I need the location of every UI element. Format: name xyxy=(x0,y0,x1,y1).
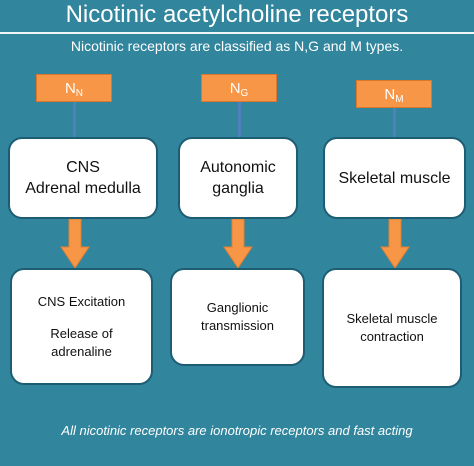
site-box-ng: Autonomic ganglia xyxy=(178,137,298,219)
tag-base-text: N xyxy=(384,86,396,103)
site-line: ganglia xyxy=(212,180,264,197)
tag-subscript: M xyxy=(395,94,404,105)
tag-base-text: N xyxy=(229,80,241,97)
tag-subscript: N xyxy=(75,88,84,99)
down-arrow-icon xyxy=(223,219,253,269)
effect-line: Release of xyxy=(50,325,113,341)
tag-subscript: G xyxy=(240,88,249,99)
site-line: Adrenal medulla xyxy=(25,180,141,197)
receptor-tag-nn: NN xyxy=(36,74,112,102)
down-arrow-icon xyxy=(380,219,410,269)
effect-line: transmission xyxy=(201,318,274,333)
effect-box-nn: CNS Excitation Release of adrenaline xyxy=(10,268,153,385)
title-divider xyxy=(0,32,474,34)
effect-line: CNS Excitation xyxy=(37,293,126,309)
receptor-tag-nm: NM xyxy=(356,80,432,108)
site-line: Skeletal muscle xyxy=(338,169,451,187)
effect-line: adrenaline xyxy=(51,343,112,359)
site-line: Autonomic xyxy=(200,159,276,176)
effect-box-nm: Skeletal muscle contraction xyxy=(322,268,462,388)
site-box-nn: CNS Adrenal medulla xyxy=(8,137,158,219)
tag-base-text: N xyxy=(64,80,76,97)
effect-box-ng: Ganglionic transmission xyxy=(170,268,305,366)
connector-line xyxy=(238,102,241,137)
effect-line: contraction xyxy=(360,329,424,344)
connector-line xyxy=(73,102,76,137)
effect-line: Skeletal muscle xyxy=(346,311,438,326)
diagram-subtitle: Nicotinic receptors are classified as N,… xyxy=(70,38,404,54)
site-line: CNS xyxy=(66,159,100,176)
effect-line: Ganglionic xyxy=(206,300,269,315)
receptor-tag-ng: NG xyxy=(201,74,277,102)
footnote: All nicotinic receptors are ionotropic r… xyxy=(61,423,413,438)
site-box-nm: Skeletal muscle xyxy=(323,137,466,219)
diagram-title: Nicotinic acetylcholine receptors xyxy=(65,1,409,28)
down-arrow-icon xyxy=(60,219,90,269)
connector-line xyxy=(393,108,396,137)
